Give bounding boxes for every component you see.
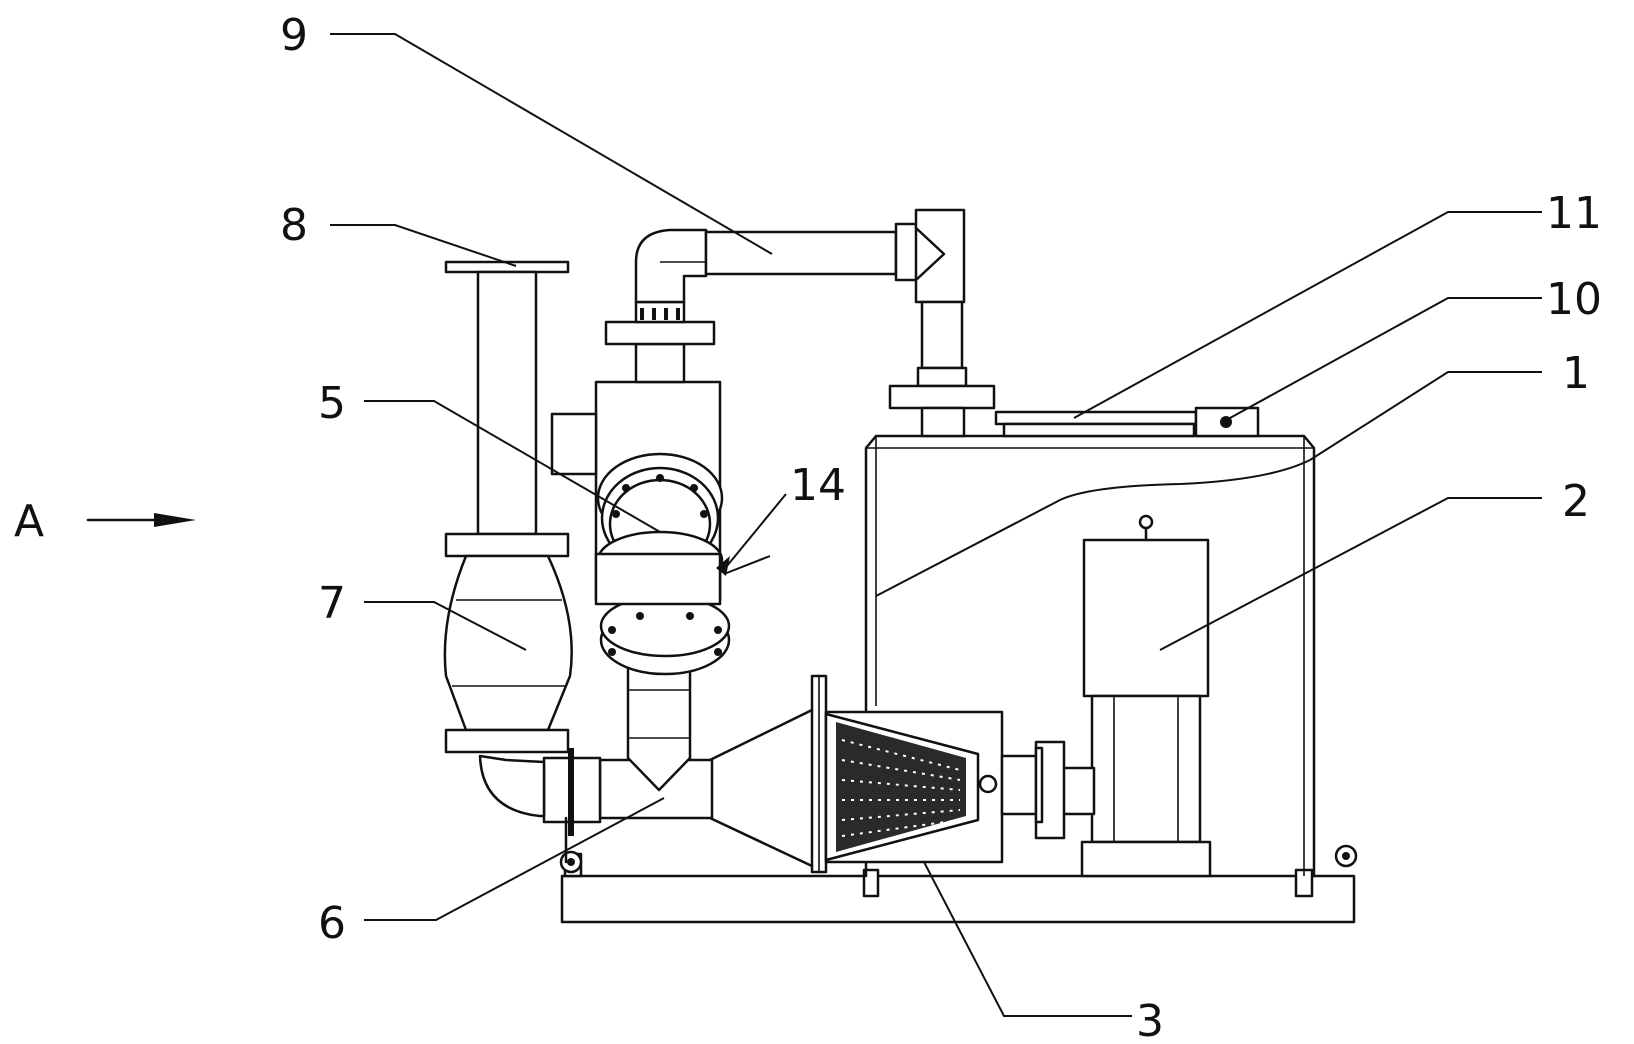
callout-8: 8 xyxy=(280,200,308,251)
callout-11: 11 xyxy=(1546,188,1602,239)
base-frame xyxy=(559,844,1358,924)
callout-14: 14 xyxy=(790,460,846,511)
connecting-pipe xyxy=(704,208,996,438)
callout-3: 3 xyxy=(1136,996,1164,1044)
pump-motor xyxy=(1034,514,1212,878)
callout-10: 10 xyxy=(1546,274,1602,325)
cone-strainer xyxy=(708,674,1044,874)
callout-9: 9 xyxy=(280,10,308,61)
callout-1: 1 xyxy=(1562,348,1590,399)
callout-5: 5 xyxy=(318,378,346,429)
tank-lid xyxy=(994,410,1198,438)
callout-labels: A 9 8 5 14 7 6 3 11 10 1 2 xyxy=(14,10,1602,1044)
check-valve xyxy=(550,380,724,606)
view-arrow xyxy=(86,513,196,527)
callout-7: 7 xyxy=(318,578,346,629)
callout-2: 2 xyxy=(1562,476,1590,527)
view-label-a: A xyxy=(14,496,44,547)
riser-pipe xyxy=(604,228,716,384)
lid-fitting xyxy=(1194,406,1260,438)
leader-lines xyxy=(330,33,1542,1017)
valve-lower-flange xyxy=(599,594,731,676)
callout-6: 6 xyxy=(318,898,346,949)
flexible-joint xyxy=(443,554,573,754)
vent-pipe xyxy=(444,260,570,558)
